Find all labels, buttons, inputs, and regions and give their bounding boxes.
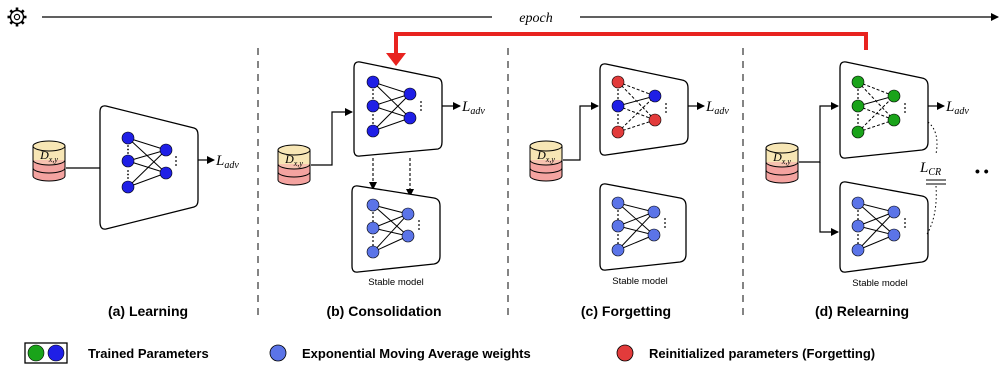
stable-model-label-d: Stable model bbox=[852, 278, 907, 289]
svg-text:Dx,y: Dx,y bbox=[536, 148, 555, 164]
cr-loss-label: LCR bbox=[919, 160, 941, 178]
adv-loss-label-a: Ladv bbox=[215, 153, 239, 171]
adv-loss-label-c: Ladv bbox=[705, 99, 729, 117]
dataset-b: Dx,y bbox=[277, 144, 311, 186]
svg-text:Dx,y: Dx,y bbox=[284, 152, 303, 168]
dataset-c: Dx,y bbox=[529, 140, 563, 182]
dataset-d: Dx,y bbox=[765, 142, 799, 184]
model-b-trained bbox=[353, 61, 443, 157]
caption-consolidation: (b) Consolidation bbox=[326, 303, 441, 319]
timeline-label: epoch bbox=[519, 11, 552, 26]
adv-loss-label-b: Ladv bbox=[461, 99, 485, 117]
legend-ema-swatch bbox=[269, 344, 287, 362]
data-arrow-d-top bbox=[799, 102, 839, 163]
legend-trained-swatch bbox=[24, 342, 68, 364]
cr-link-bottom bbox=[925, 185, 937, 237]
dataset-a: Dx,y bbox=[32, 140, 66, 182]
cr-link-top bbox=[927, 121, 938, 155]
legend-ema-label: Exponential Moving Average weights bbox=[302, 346, 531, 361]
data-arrow-b bbox=[311, 108, 353, 166]
model-c-trained bbox=[599, 63, 689, 156]
model-c-stable bbox=[599, 183, 687, 271]
data-arrow-c bbox=[563, 102, 599, 161]
data-arrow-d-bottom bbox=[819, 162, 839, 236]
stable-model-label-c: Stable model bbox=[612, 276, 667, 287]
legend-reinit-label: Reinitialized parameters (Forgetting) bbox=[649, 346, 875, 361]
legend-trained-label: Trained Parameters bbox=[88, 346, 209, 361]
adv-loss-label-d: Ladv bbox=[945, 99, 969, 117]
loop-arrowhead bbox=[386, 53, 406, 66]
legend-reinit-swatch bbox=[616, 344, 634, 362]
stable-model-label-b: Stable model bbox=[368, 277, 423, 288]
svg-text:Dx,y: Dx,y bbox=[39, 148, 58, 164]
caption-forgetting: (c) Forgetting bbox=[581, 303, 671, 319]
model-d-trained bbox=[839, 61, 929, 159]
model-b-stable bbox=[351, 185, 441, 273]
caption-learning: (a) Learning bbox=[108, 303, 188, 319]
relearning-loop-arrow bbox=[394, 32, 868, 56]
model-d-stable bbox=[839, 181, 929, 273]
model-a bbox=[99, 105, 199, 230]
settings-icon[interactable] bbox=[7, 7, 27, 27]
continuation-ellipsis: • • bbox=[975, 163, 989, 179]
svg-text:Dx,y: Dx,y bbox=[772, 150, 791, 166]
caption-relearning: (d) Relearning bbox=[815, 303, 909, 319]
